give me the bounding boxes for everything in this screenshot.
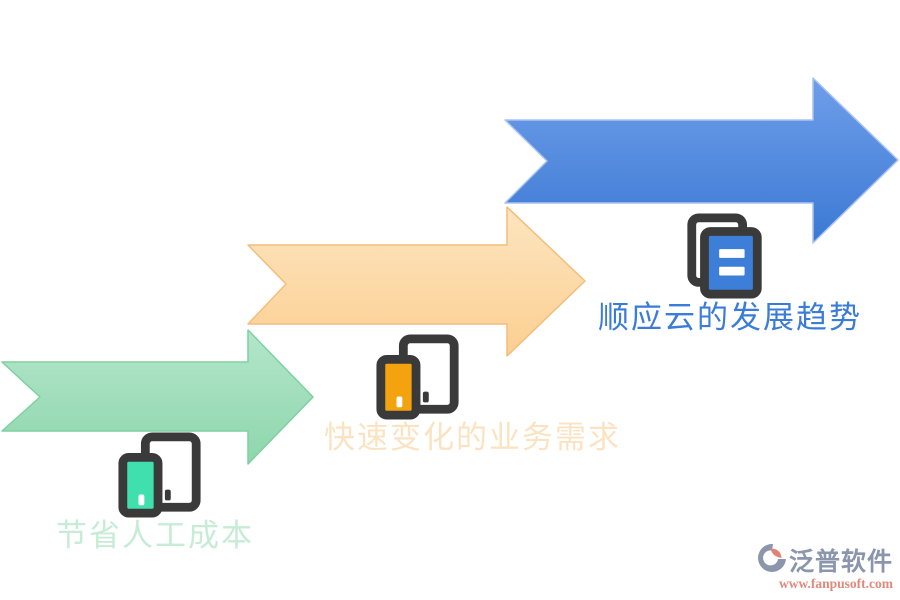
step-label-1: 节省人工成本 — [56, 518, 254, 554]
icon-accent-2 — [376, 354, 421, 420]
phone-tablet-icon — [116, 430, 204, 518]
arrow-step-2 — [247, 206, 586, 357]
arrow-step-3 — [504, 77, 899, 244]
fanpu-logo-icon — [757, 543, 787, 577]
watermark-url: www.fanpusoft.com — [778, 576, 893, 591]
icon-accent-1 — [118, 452, 163, 518]
icon-accent-3 — [700, 227, 762, 299]
step-label-3: 顺应云的发展趋势 — [598, 300, 862, 336]
watermark-brand: 泛普软件 — [788, 547, 893, 576]
step-label-2: 快速变化的业务需求 — [324, 420, 621, 456]
arrow-step-1 — [1, 329, 314, 465]
phone-tablet-icon — [374, 332, 462, 420]
watermark: 泛普软件 www.fanpusoft.com — [757, 542, 893, 592]
documents-icon — [682, 211, 770, 299]
